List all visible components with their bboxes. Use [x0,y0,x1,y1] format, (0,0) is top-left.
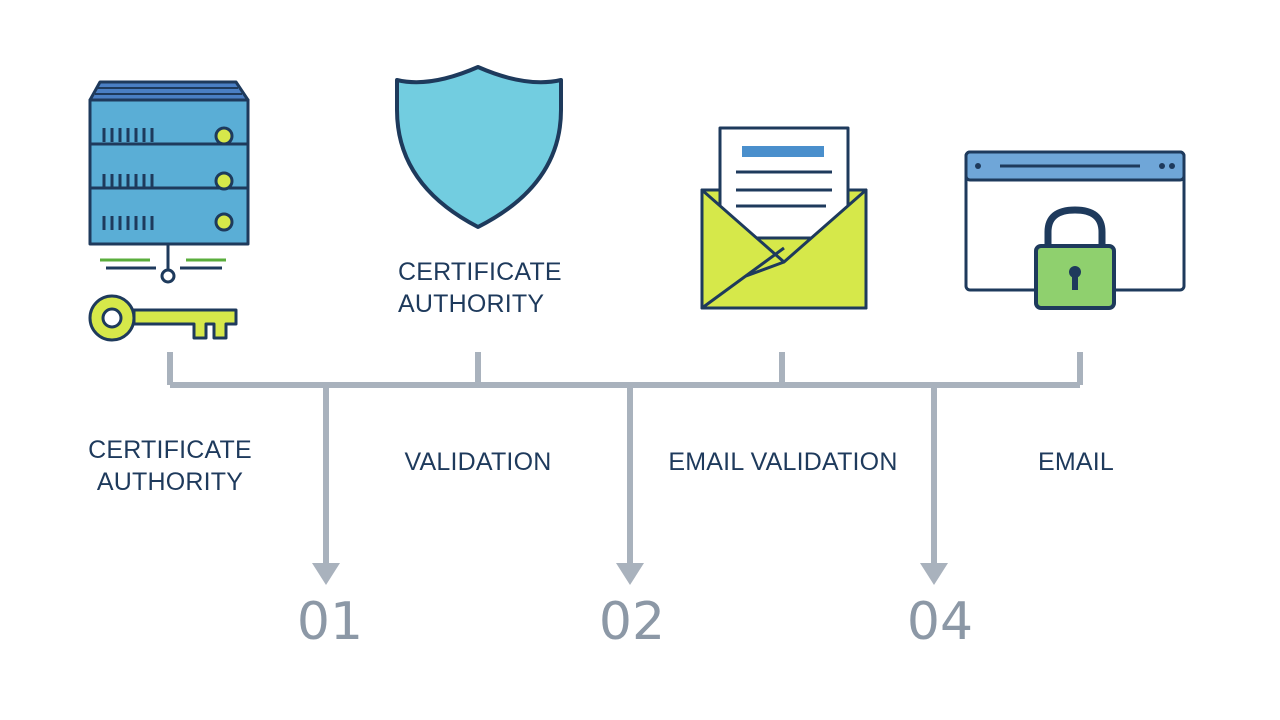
email-envelope-icon [700,126,868,310]
step1-label-line1: CERTIFICATE [88,436,252,464]
step-number: 04 [906,592,974,652]
arrow-head-icon [312,563,340,585]
shield-caption-line1: CERTIFICATE [398,258,562,286]
step-label-validation: VALIDATION [404,448,552,476]
server-icon [88,80,250,284]
arrow-head-icon [616,563,644,585]
step1-label-line2: AUTHORITY [96,468,244,496]
arrow-head-icon [920,563,948,585]
timeline [167,352,1083,566]
step-number: 02 [598,592,666,652]
shield-icon [395,65,563,229]
shield-caption-line2: AUTHORITY [398,290,545,318]
step-label-certificate-authority: CERTIFICATE AUTHORITY [70,434,270,498]
browser-window-icon [964,150,1186,292]
shield-caption: CERTIFICATE AUTHORITY [398,256,562,320]
step-label-email: EMAIL [1037,448,1115,476]
step-number: 01 [296,592,364,652]
padlock-icon [1034,206,1116,310]
key-icon [88,294,238,342]
step-label-email-validation: EMAIL VALIDATION [668,448,898,476]
